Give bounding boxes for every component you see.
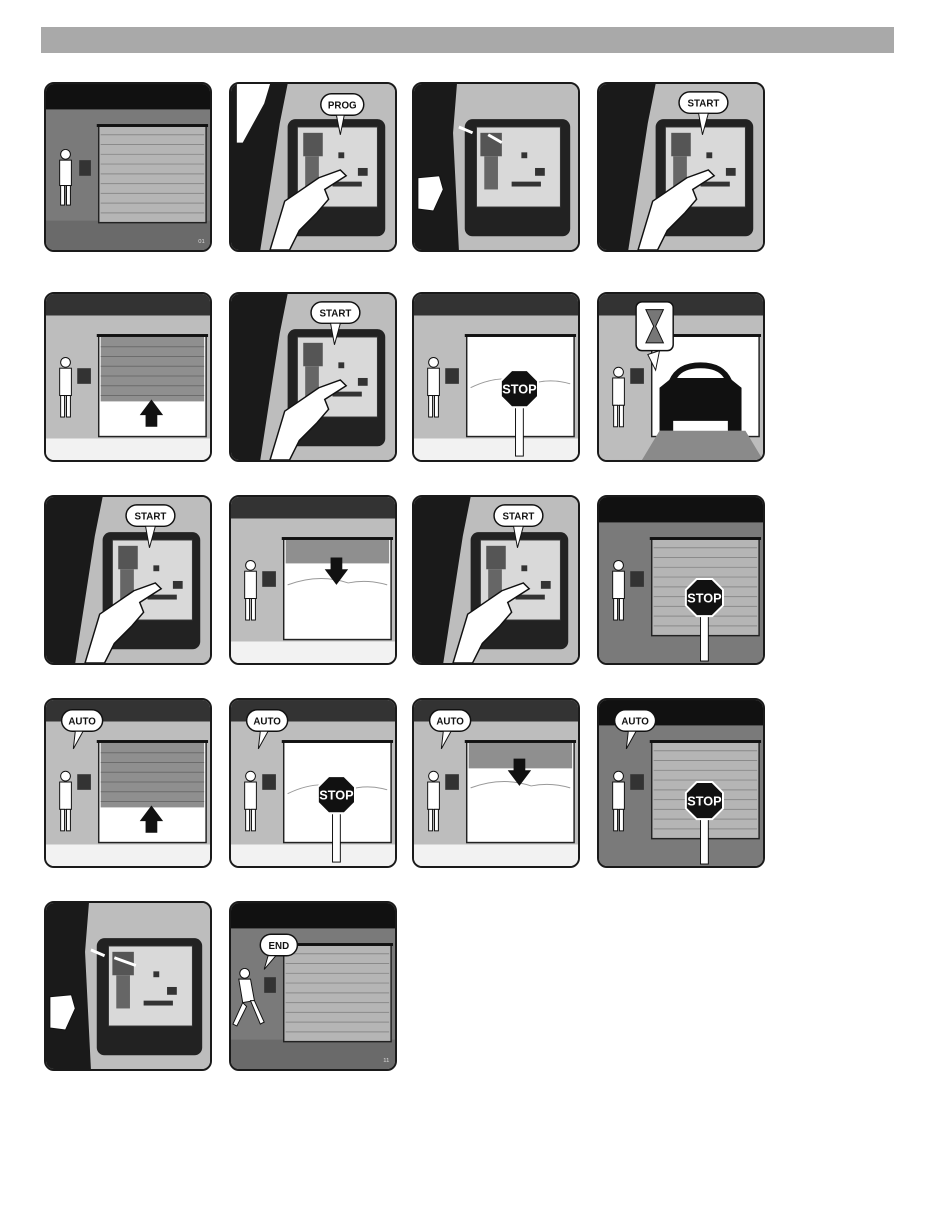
- panel-13-auto-opening: AUTO: [44, 698, 212, 868]
- svg-text:STOP: STOP: [687, 591, 722, 605]
- svg-text:STOP: STOP: [319, 789, 354, 803]
- panel-5-gate-opening: [44, 292, 212, 462]
- svg-text:STOP: STOP: [687, 794, 722, 808]
- panel-18-end: END 11: [229, 901, 397, 1071]
- panel-11-press-start: START: [412, 495, 580, 665]
- panel-12-gate-closed-stop: STOP: [597, 495, 765, 665]
- panel-17-board-led: [44, 901, 212, 1071]
- panel-2-press-prog: PROG: [229, 82, 397, 252]
- svg-text:AUTO: AUTO: [436, 716, 464, 727]
- svg-text:END: END: [269, 941, 290, 952]
- svg-text:STOP: STOP: [502, 383, 537, 397]
- svg-text:START: START: [135, 511, 167, 522]
- stop-sign-pole: [516, 401, 524, 456]
- bubble-label-start: START: [688, 98, 720, 109]
- svg-text:AUTO: AUTO: [621, 716, 649, 727]
- panel-14-auto-open-stop: STOP AUTO: [229, 698, 397, 868]
- panel-4-press-start: START: [597, 82, 765, 252]
- control-box-icon: [79, 160, 91, 176]
- svg-text:AUTO: AUTO: [68, 716, 96, 727]
- section-header-bar: [41, 27, 894, 53]
- svg-text:START: START: [320, 308, 352, 319]
- panel-15-auto-closing: AUTO: [412, 698, 580, 868]
- svg-text:START: START: [503, 511, 535, 522]
- svg-text:AUTO: AUTO: [253, 716, 281, 727]
- panel-7-gate-open-stop: STOP: [412, 292, 580, 462]
- panel-8-car-wait: [597, 292, 765, 462]
- panel-1-gate-closed: 01: [44, 82, 212, 252]
- panel-9-press-start: START: [44, 495, 212, 665]
- panel-16-auto-closed-stop: STOP AUTO: [597, 698, 765, 868]
- panel-6-press-start: START: [229, 292, 397, 462]
- panel-number: 01: [198, 239, 205, 245]
- bubble-label-prog: PROG: [328, 100, 357, 111]
- panel-3-board-led: [412, 82, 580, 252]
- panel-10-gate-closing: [229, 495, 397, 665]
- svg-text:11: 11: [383, 1058, 389, 1064]
